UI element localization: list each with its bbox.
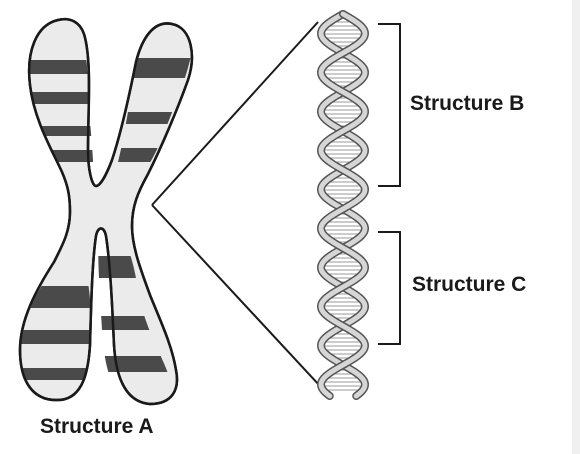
bracket-structure-c	[378, 231, 401, 345]
zoom-lines	[151, 21, 321, 387]
dna-strand-front	[318, 11, 368, 399]
page-edge	[572, 0, 580, 454]
bracket-structure-b	[378, 23, 401, 187]
label-structure-b: Structure B	[410, 92, 525, 115]
dna-helix	[316, 10, 370, 400]
chromosome-bands-upper-left	[29, 60, 94, 162]
chromosome	[18, 17, 194, 406]
dna-strand-back	[318, 11, 368, 399]
label-structure-c: Structure C	[412, 273, 527, 296]
label-structure-a: Structure A	[40, 415, 154, 438]
